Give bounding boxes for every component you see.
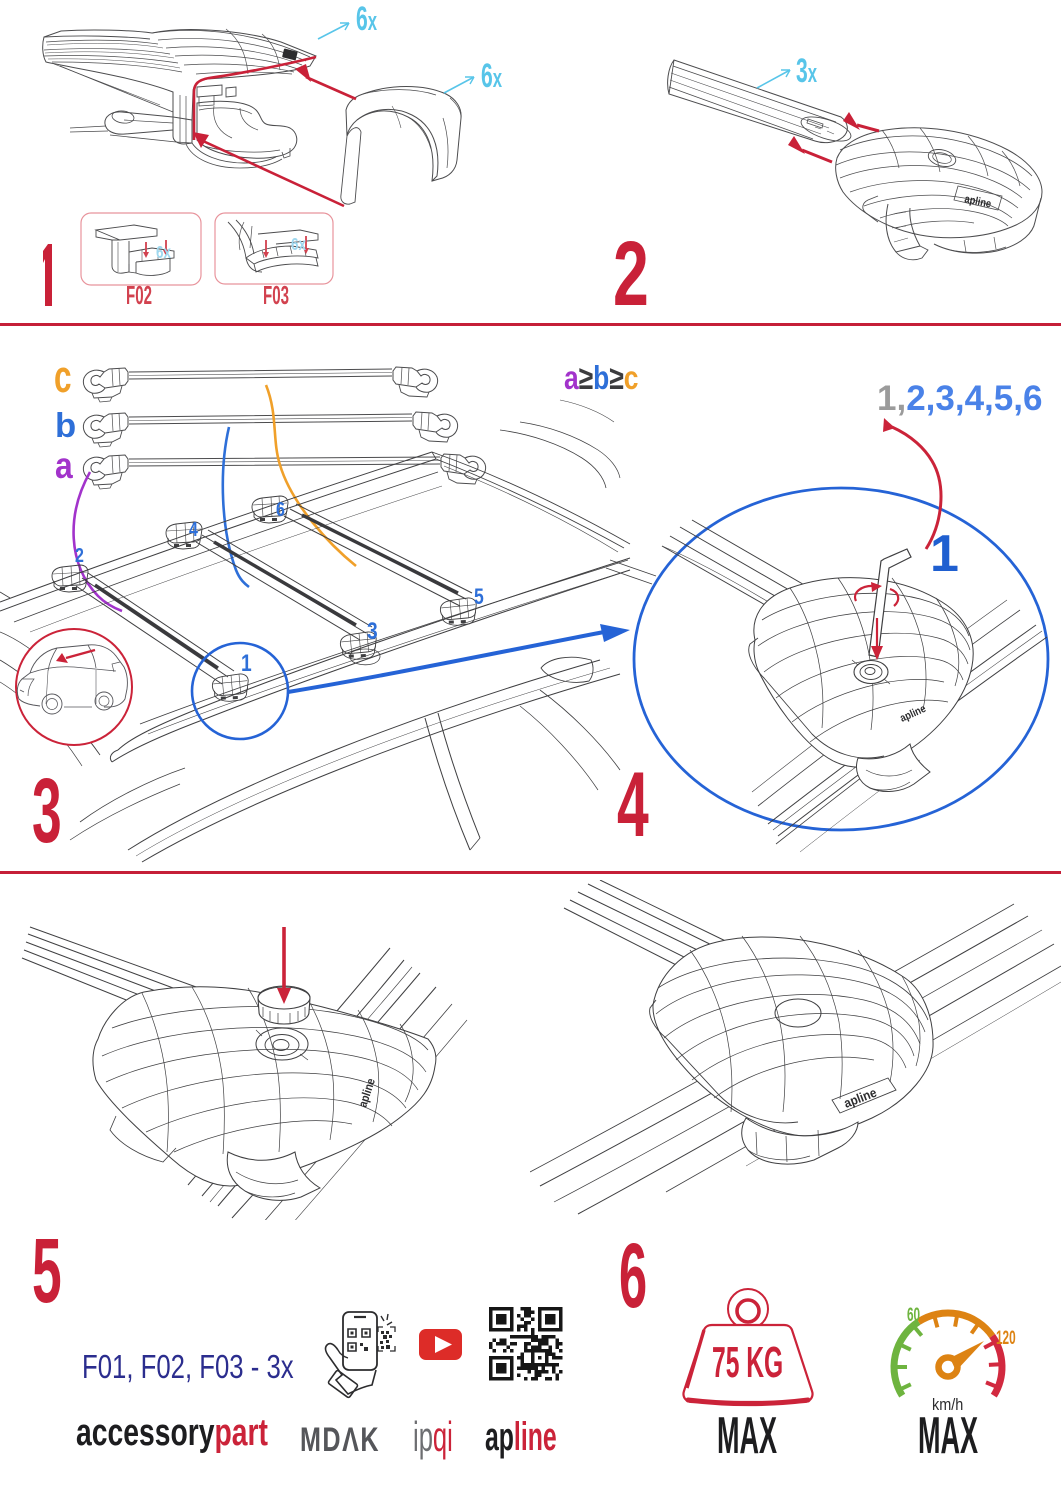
svg-text:3: 3 xyxy=(367,617,378,645)
svg-text:6: 6 xyxy=(619,1224,647,1327)
svg-text:ipqi: ipqi xyxy=(413,1415,453,1461)
svg-text:accessorypart: accessorypart xyxy=(76,1412,268,1454)
svg-text:km/h: km/h xyxy=(932,1396,963,1414)
svg-text:MAX: MAX xyxy=(918,1405,978,1464)
svg-text:5: 5 xyxy=(474,585,484,609)
svg-text:apline: apline xyxy=(963,194,992,211)
svg-text:6x: 6x xyxy=(291,235,306,254)
svg-text:5: 5 xyxy=(32,1219,62,1322)
svg-text:3x: 3x xyxy=(796,51,817,89)
svg-text:60: 60 xyxy=(907,1305,920,1325)
svg-text:1: 1 xyxy=(930,525,959,583)
svg-text:75 KG: 75 KG xyxy=(712,1338,783,1387)
svg-text:MAX: MAX xyxy=(717,1405,777,1464)
svg-text:a≥b≥c: a≥b≥c xyxy=(564,360,638,396)
svg-text:120: 120 xyxy=(996,1328,1016,1348)
svg-text:F01, F02, F03 - 3x: F01, F02, F03 - 3x xyxy=(82,1349,294,1386)
svg-text:MDΛK: MDΛK xyxy=(300,1421,380,1459)
svg-text:3: 3 xyxy=(32,759,62,862)
svg-text:1: 1 xyxy=(241,649,252,677)
svg-text:F02: F02 xyxy=(126,281,152,310)
svg-text:4: 4 xyxy=(189,518,198,540)
svg-text:a: a xyxy=(55,446,73,487)
svg-text:2: 2 xyxy=(75,544,84,566)
svg-text:6x: 6x xyxy=(481,56,502,94)
svg-text:c: c xyxy=(54,353,72,403)
svg-text:apline: apline xyxy=(485,1415,557,1459)
svg-text:F03: F03 xyxy=(263,281,289,310)
svg-text:4: 4 xyxy=(617,754,649,856)
svg-text:b: b xyxy=(55,407,76,445)
svg-text:6: 6 xyxy=(276,498,285,520)
svg-text:1,2,3,4,5,6: 1,2,3,4,5,6 xyxy=(877,379,1042,418)
svg-text:6x: 6x xyxy=(356,0,377,37)
svg-text:2: 2 xyxy=(613,222,649,325)
svg-text:6x: 6x xyxy=(156,243,171,262)
